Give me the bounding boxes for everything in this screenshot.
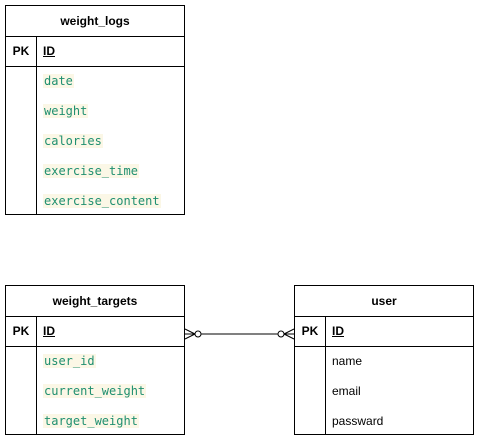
pk-label: PK bbox=[12, 324, 30, 338]
field-label: exercise_content bbox=[43, 194, 161, 208]
field-label: current_weight bbox=[43, 384, 147, 398]
field-exercise-time: exercise_time bbox=[43, 156, 139, 186]
field-label: target_weight bbox=[43, 414, 139, 428]
entity-title: weight_targets bbox=[6, 286, 184, 317]
field-current-weight: current_weight bbox=[43, 376, 147, 406]
field-calories: calories bbox=[43, 126, 103, 156]
field-label: date bbox=[43, 74, 74, 88]
field-weight: weight bbox=[43, 96, 89, 126]
column-divider bbox=[325, 316, 326, 434]
field-date: date bbox=[43, 66, 74, 96]
field-email: email bbox=[332, 384, 361, 398]
pk-row: PK ID bbox=[6, 316, 184, 347]
field-label: user_id bbox=[43, 354, 96, 368]
pk-field: ID bbox=[43, 44, 55, 58]
entity-user[interactable]: user PK ID name email passward bbox=[294, 285, 474, 435]
field-target-weight: target_weight bbox=[43, 406, 139, 436]
column-divider bbox=[36, 36, 37, 214]
entity-weight-targets[interactable]: weight_targets PK ID user_id current_wei… bbox=[5, 285, 185, 435]
crows-foot-zero-many-icon bbox=[184, 328, 202, 340]
entity-title: weight_logs bbox=[6, 6, 184, 37]
pk-field: ID bbox=[43, 324, 55, 338]
column-divider bbox=[36, 316, 37, 434]
entity-weight-logs[interactable]: weight_logs PK ID date weight calories e… bbox=[5, 5, 185, 215]
field-label: exercise_time bbox=[43, 164, 139, 178]
entity-title: user bbox=[295, 286, 473, 317]
field-name: name bbox=[332, 354, 363, 368]
field-user-id: user_id bbox=[43, 346, 96, 376]
field-label: calories bbox=[43, 134, 103, 148]
pk-row: PK ID bbox=[6, 36, 184, 67]
pk-row: PK ID bbox=[295, 316, 473, 347]
pk-label: PK bbox=[301, 324, 319, 338]
field-exercise-content: exercise_content bbox=[43, 186, 161, 216]
pk-field: ID bbox=[332, 324, 344, 338]
pk-label: PK bbox=[12, 44, 30, 58]
field-passward: passward bbox=[332, 414, 384, 428]
field-label: weight bbox=[43, 104, 89, 118]
crows-foot-zero-many-icon bbox=[277, 328, 295, 340]
